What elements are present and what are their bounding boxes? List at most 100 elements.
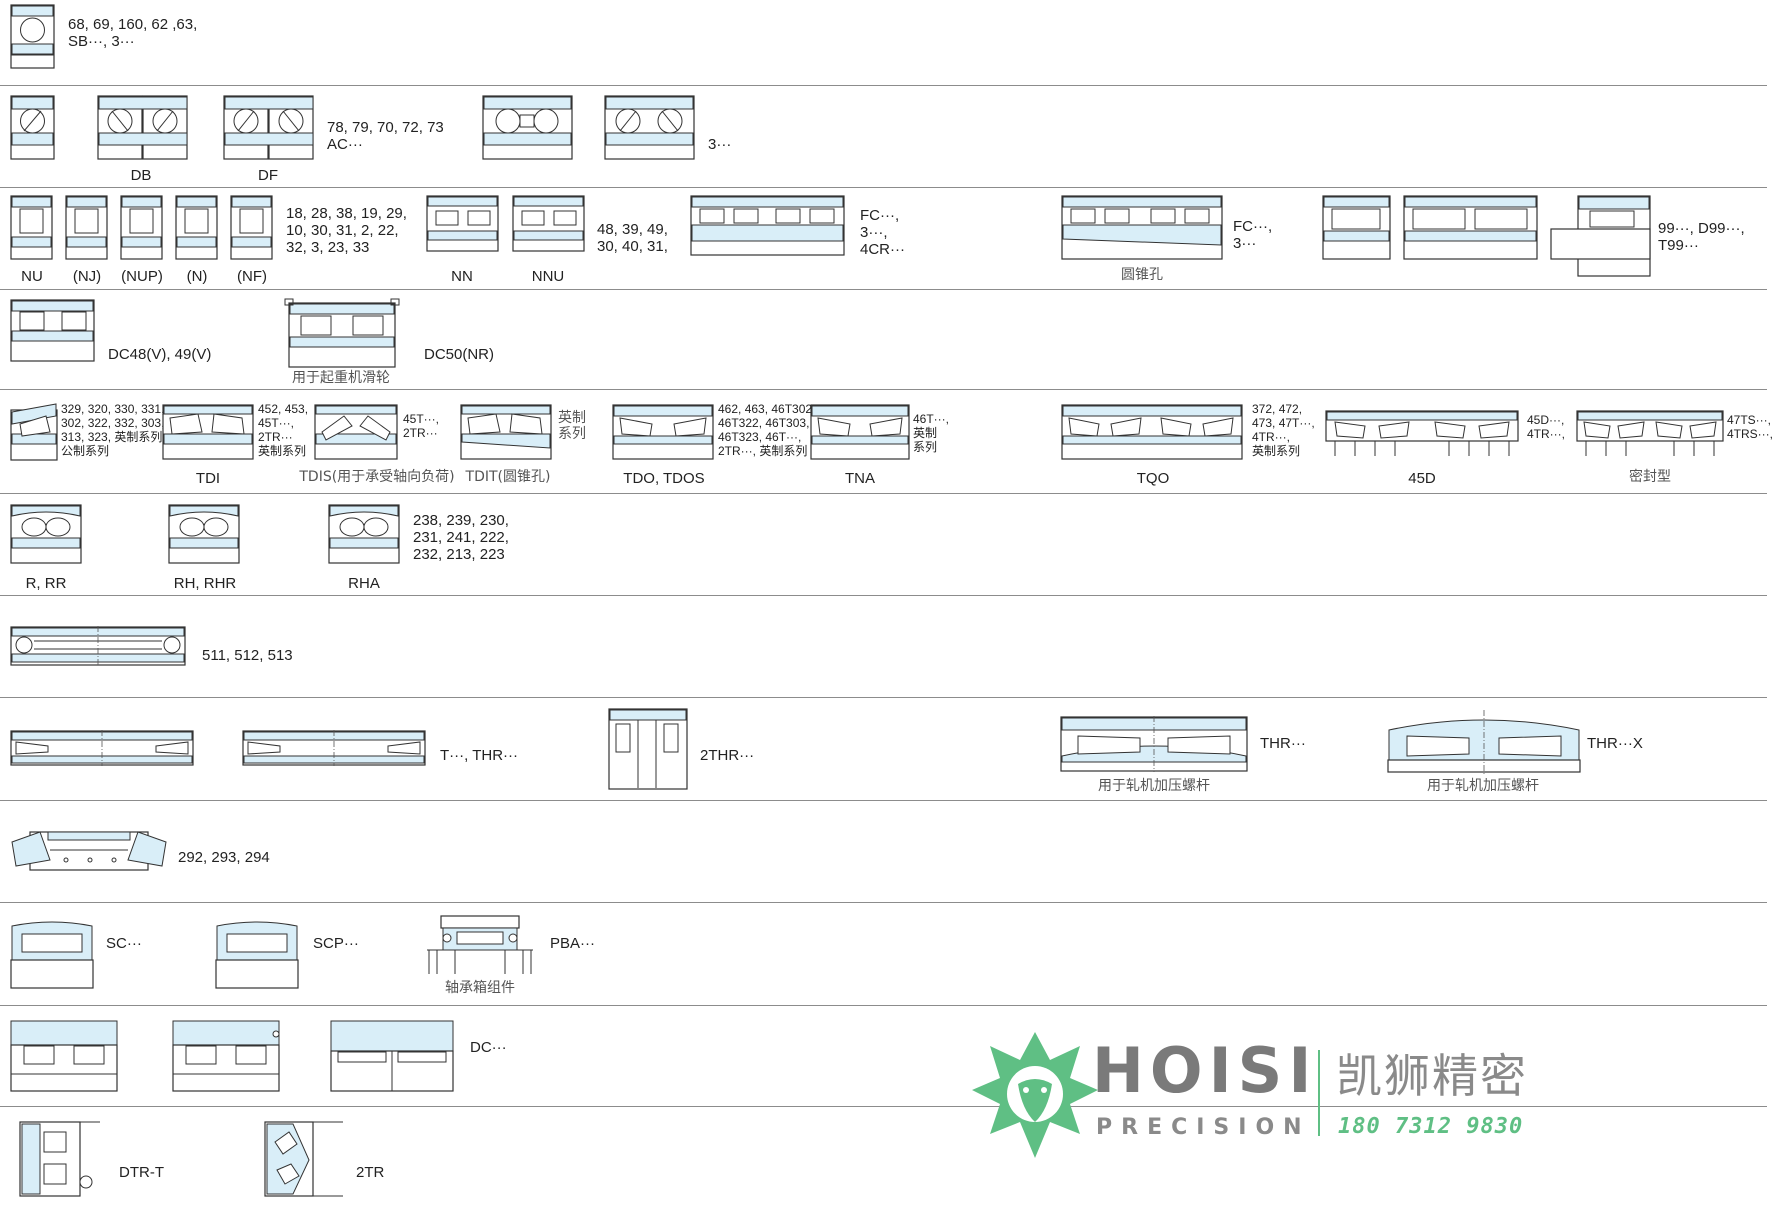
cylindrical-roller-nup-icon bbox=[120, 195, 163, 260]
screwdown-thrust-thr-icon bbox=[1060, 716, 1248, 772]
double-row-angular-contact-3-icon bbox=[604, 95, 695, 160]
tdi-series-label: 452, 453, 45T···, 2TR··· 英制系列 bbox=[258, 402, 309, 458]
row-divider bbox=[0, 389, 1767, 390]
row-divider bbox=[0, 902, 1767, 903]
n-label: (N) bbox=[186, 268, 208, 285]
tapered-roller-sealed-icon bbox=[1576, 410, 1724, 456]
cylindrical-roller-nf-icon bbox=[230, 195, 273, 260]
housing-assembly-note: 轴承箱组件 bbox=[445, 980, 515, 996]
crane-sheave-dc48-icon bbox=[10, 299, 95, 362]
tapered-roller-tqo-icon bbox=[1061, 404, 1243, 460]
tapered-roller-tdo-icon bbox=[612, 404, 714, 460]
dtr-t-label: DTR-T bbox=[119, 1164, 164, 1181]
brand-name: HOISI bbox=[1092, 1034, 1318, 1107]
t-thr-label: T···, THR··· bbox=[440, 747, 519, 764]
nu-label: NU bbox=[21, 268, 43, 285]
tqo-label: TQO bbox=[1136, 470, 1170, 487]
nf-label: (NF) bbox=[237, 268, 267, 285]
sealed-label: 密封型 bbox=[1629, 469, 1671, 485]
cylindrical-dc-2-icon bbox=[172, 1020, 280, 1092]
bearing-housing-pba-icon bbox=[427, 915, 533, 974]
2tr-label: 2TR bbox=[356, 1164, 385, 1181]
cylindrical-roller-nu-icon bbox=[10, 195, 53, 260]
thr-label: THR··· bbox=[1260, 735, 1306, 752]
45d-label: 45D bbox=[1408, 470, 1436, 487]
row-divider bbox=[0, 1106, 1767, 1107]
scp-label: SCP··· bbox=[313, 935, 359, 952]
crane-sheave-note: 用于起重机滑轮 bbox=[292, 370, 390, 386]
row-divider bbox=[0, 85, 1767, 86]
tdo-series-label: 462, 463, 46T302, 46T322, 46T303, 46T323… bbox=[718, 402, 816, 458]
brand-chinese-name: 凯狮精密 bbox=[1336, 1049, 1528, 1103]
tapered-roller-45d-icon bbox=[1325, 410, 1519, 456]
row-divider bbox=[0, 187, 1767, 188]
pba-label: PBA··· bbox=[550, 935, 595, 952]
row-divider bbox=[0, 800, 1767, 801]
deep-groove-ball-bearing-icon bbox=[10, 4, 55, 69]
tna-label: TNA bbox=[845, 470, 875, 487]
tapered-single-series-label: 329, 320, 330, 331, 302, 322, 332, 303, … bbox=[61, 402, 166, 458]
spherical-roller-r-icon bbox=[10, 504, 82, 564]
row2-nn-series-label: 48, 39, 49, 30, 40, 31, bbox=[597, 221, 668, 255]
thrust-tapered-roller-icon bbox=[10, 730, 194, 766]
tdi-label: TDI bbox=[195, 470, 221, 487]
thr-x-label: THR···X bbox=[1587, 735, 1643, 752]
hoisi-lion-logo-icon bbox=[972, 1032, 1098, 1158]
four-row-cylindrical-fc-icon bbox=[690, 195, 845, 256]
nn-label: NN bbox=[451, 268, 473, 285]
angular-contact-pair-df-icon bbox=[223, 95, 314, 160]
dtr-t-icon bbox=[19, 1121, 100, 1197]
cylindrical-roller-d99-icon bbox=[1550, 195, 1651, 277]
spherical-roller-rh-icon bbox=[168, 504, 240, 564]
tqo-series-label: 372, 472, 473, 47T···, 4TR···, 英制系列 bbox=[1252, 402, 1315, 458]
double-row-cylindrical-sleeve-icon bbox=[1403, 195, 1538, 260]
tapered-roller-tna-icon bbox=[810, 404, 910, 460]
spherical-series-label: 238, 239, 230, 231, 241, 222, 232, 213, … bbox=[413, 512, 509, 563]
tapered-roller-tdis-icon bbox=[314, 404, 398, 460]
row0-series-label: 68, 69, 160, 62 ,63, SB···, 3··· bbox=[68, 16, 198, 50]
dc-label: DC··· bbox=[470, 1039, 507, 1056]
tapered-roller-single-icon bbox=[10, 403, 58, 461]
2tr-icon bbox=[264, 1121, 343, 1197]
double-row-angular-contact-icon bbox=[482, 95, 573, 160]
thr-x-note: 用于轧机加压螺杆 bbox=[1427, 778, 1539, 794]
thrust-ball-series-label: 511, 512, 513 bbox=[202, 647, 293, 664]
sheave-sc-icon bbox=[10, 921, 94, 989]
nup-label: (NUP) bbox=[121, 268, 163, 285]
screwdown-thrust-thrx-icon bbox=[1387, 710, 1581, 774]
tdit-series-label: 英制 系列 bbox=[558, 410, 586, 442]
tapered-roller-tdit-icon bbox=[460, 404, 552, 460]
tdo-label: TDO, TDOS bbox=[623, 470, 705, 487]
tapered-roller-tdi-icon bbox=[162, 404, 254, 460]
double-thrust-tapered-2thr-icon bbox=[608, 708, 688, 790]
row2-99-label: 99···, D99···, T99··· bbox=[1658, 220, 1745, 254]
brand-divider bbox=[1318, 1050, 1320, 1136]
brand-phone: 180 7312 9830 bbox=[1338, 1114, 1524, 1139]
row-divider bbox=[0, 697, 1767, 698]
spherical-roller-rha-icon bbox=[328, 504, 400, 564]
row2-series-label: 18, 28, 38, 19, 29, 10, 30, 31, 2, 22, 3… bbox=[286, 205, 407, 256]
row-divider bbox=[0, 289, 1767, 290]
spherical-thrust-roller-icon bbox=[11, 831, 167, 871]
2thr-label: 2THR··· bbox=[700, 747, 755, 764]
dc50-label: DC50(NR) bbox=[424, 346, 495, 363]
cylindrical-dc-1-icon bbox=[10, 1020, 118, 1092]
row-divider bbox=[0, 1005, 1767, 1006]
rh-rhr-label: RH, RHR bbox=[173, 575, 237, 592]
dc48-label: DC48(V), 49(V) bbox=[108, 346, 212, 363]
angular-contact-ball-bearing-icon bbox=[10, 95, 55, 160]
sc-label: SC··· bbox=[106, 935, 142, 952]
nj-label: (NJ) bbox=[72, 268, 102, 285]
db-label: DB bbox=[130, 167, 152, 184]
thr-note: 用于轧机加压螺杆 bbox=[1098, 778, 1210, 794]
tdis-label: TDIS(用于承受轴向负荷) bbox=[299, 469, 455, 485]
double-row-cylindrical-nnu-icon bbox=[512, 195, 585, 252]
tna-series-label: 46T···, 英制 系列 bbox=[913, 412, 949, 454]
crane-sheave-dc50-icon bbox=[284, 298, 400, 368]
spherical-thrust-series-label: 292, 293, 294 bbox=[178, 849, 270, 866]
cylindrical-dc-3-icon bbox=[330, 1020, 454, 1092]
rha-label: RHA bbox=[348, 575, 380, 592]
double-row-cylindrical-nn-icon bbox=[426, 195, 499, 252]
row1-series3-label: 3··· bbox=[708, 136, 732, 153]
